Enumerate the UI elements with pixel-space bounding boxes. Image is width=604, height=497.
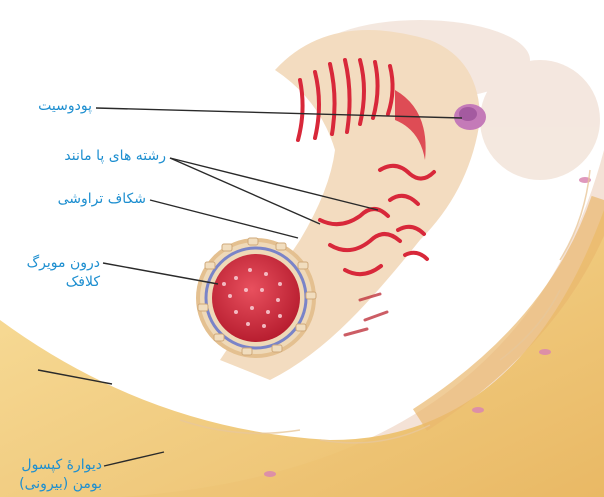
capillary-cross-section bbox=[198, 238, 316, 356]
label-bowman-capsule-wall: دیوارۀ کپسول بومن (بیرونی) bbox=[2, 456, 102, 494]
label-capillary-lumen: درون مویرگ کلافک bbox=[8, 254, 100, 292]
label-podocyte: پودوسیت bbox=[20, 97, 92, 116]
leader-foot-processes-2 bbox=[170, 158, 320, 224]
label-filtration-slit: شکاف تراوشی bbox=[20, 190, 146, 209]
leader-filtration-slit bbox=[150, 200, 298, 238]
leader-capillary bbox=[103, 263, 218, 284]
label-foot-processes: رشته های پا مانند bbox=[20, 147, 166, 166]
